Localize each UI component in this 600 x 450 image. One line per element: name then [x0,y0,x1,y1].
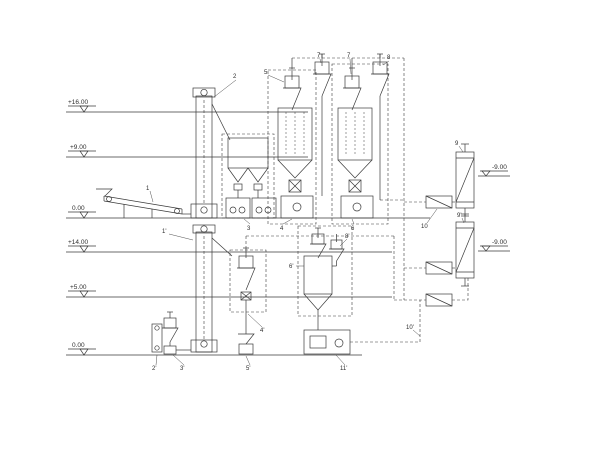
equipment-label: 8' [345,234,349,240]
cyclone-8prime [329,234,345,267]
equipment-label: 8 [387,55,391,61]
filter-bin-b [337,107,373,193]
equipment-label: 6' [289,264,293,270]
equipment-label: 11' [340,366,347,372]
elevation-label: -9.00 [492,164,507,171]
machine-6 [340,195,374,219]
bucket-elevator-lower [190,224,233,353]
elevation-label: +5.00 [70,284,87,291]
floor-lines [66,111,510,356]
equipment-label: 3' [180,366,184,372]
machine-4 [280,195,314,219]
equipment-label: 6 [351,226,355,232]
cyclone-7b [343,67,362,111]
duct-lines [245,54,469,343]
roller-mill-a [225,197,251,219]
cyclone-8 [371,53,390,200]
elevation-label: +16.00 [68,99,88,106]
cyclone-7a [313,53,332,196]
equipment-label: 9' [457,213,461,219]
elevation-marker: 0.00 [68,342,96,356]
fan-10a [425,195,453,209]
equipment-labels: 1 2 3 4 5 6 7 7 8 9 10 1' 2' 3' 4' 5' 6' [146,53,465,372]
equipment-label: 5 [264,70,268,76]
lower-section [151,224,353,355]
elevation-label: 0.00 [72,342,85,349]
equipment-label: 9 [455,141,459,147]
cyclone-5 [283,67,302,111]
equipment-label: 1' [162,229,166,235]
pellet-bin [297,225,353,317]
upper-section [96,53,390,225]
fan-10c [425,293,453,307]
pellet-mill-11prime [303,310,351,355]
vessel-9prime [455,213,475,287]
equipment-label: 7 [317,53,321,59]
elevation-markers: +16.00 +9.00 0.00 +14.00 +5.00 0.00 [68,99,508,356]
equipment-label: 4' [260,328,264,334]
fan-10b [425,261,453,275]
feed-hopper-lower [151,311,191,355]
filter-bin-a [277,107,313,193]
elevation-marker: +5.00 [68,284,96,298]
surge-bin-upper [221,133,275,219]
elevation-marker: +16.00 [68,99,96,113]
equipment-label: 3 [247,226,251,232]
discharge-bin-lower [238,333,255,355]
elevation-marker: -9.00 [480,239,508,252]
equipment-label: 10 [421,224,428,230]
equipment-label: 2 [233,74,237,80]
roller-mill-b [251,197,277,219]
cyclone-lower [229,247,267,334]
elevation-marker: -9.00 [480,164,508,177]
elevation-label: 0.00 [72,205,85,212]
equipment-label: 5' [246,366,250,372]
vessel-9 [455,143,475,217]
elevation-marker: +9.00 [68,144,96,158]
elevation-marker: 0.00 [68,205,96,219]
equipment-label: 2' [152,366,156,372]
elevation-label: -9.00 [492,239,507,246]
equipment-label: 4 [280,226,284,232]
bucket-elevator-upper [190,87,231,219]
equipment-label: 7 [347,53,351,59]
elevation-marker: +14.00 [68,239,96,253]
equipment-label: 1 [146,186,150,192]
inclined-conveyor [96,188,191,218]
elevation-label: +9.00 [70,144,87,151]
equipment-label: 10' [406,325,414,331]
right-section [425,143,475,307]
elevation-label: +14.00 [68,239,88,246]
upper-scope-boxes [267,63,389,225]
